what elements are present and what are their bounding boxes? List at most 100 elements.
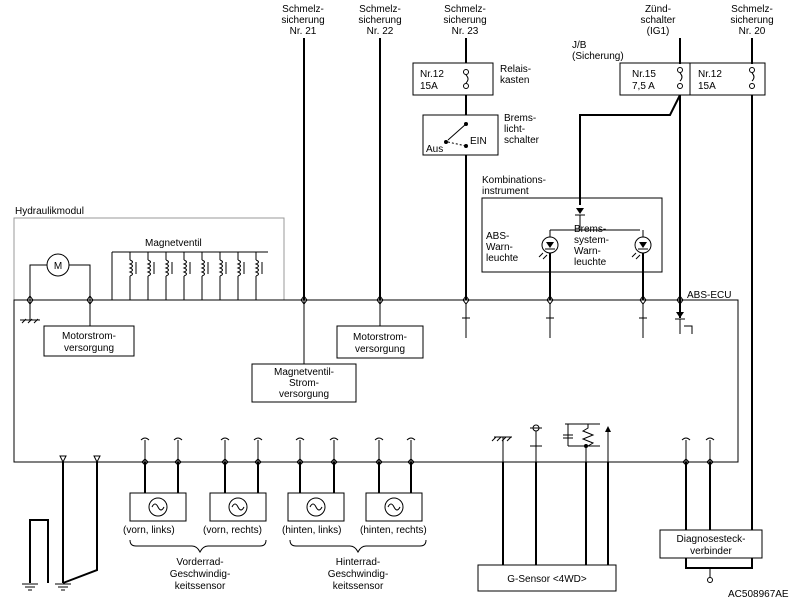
solenoid-valve-coil-icon (182, 252, 191, 300)
jb-fuse1-number: Nr.15 (632, 69, 656, 80)
g-sensor-element-icon (563, 423, 611, 462)
connector-pin-icon (93, 455, 101, 464)
sensor-fr-label: (vorn, rechts) (203, 525, 262, 536)
fuse-label-nr23: Schmelz- sicherung Nr. 23 (443, 4, 486, 37)
abs-warning-lamp-icon (538, 236, 559, 260)
ecu-internal-stub-cap (173, 437, 183, 441)
brake-switch-box (422, 114, 499, 156)
diag-terminal-icon (707, 577, 713, 583)
ignition-switch-line1: Zünd- (645, 4, 671, 15)
solenoid-valve-coil-icon (146, 252, 155, 300)
fuse-label-nr20-line1: Schmelz- (731, 4, 773, 15)
ignition-switch-label: Zünd- schalter (IG1) (640, 4, 676, 37)
fuse-label-nr21-line3: Nr. 21 (290, 26, 317, 37)
fuse-label-nr21: Schmelz- sicherung Nr. 21 (281, 4, 324, 37)
diagnosis-connector-line2: verbinder (690, 546, 732, 557)
rear-sensor-label-line2: Geschwindig- (328, 569, 389, 580)
pump-motor-label: M (54, 261, 62, 272)
rear-sensor-bracket (289, 539, 427, 554)
sine-wave-curve (151, 503, 165, 511)
diagnosis-connector-box (659, 529, 763, 559)
sine-wave-curve (387, 503, 401, 511)
jb-fuse2-number: Nr.12 (698, 69, 722, 80)
ecu-internal-stub-cap (220, 437, 230, 441)
ecu-internal-stub-cap (374, 437, 384, 441)
brake-switch-symbol (444, 122, 468, 148)
ecu-internal-stub-cap (705, 437, 715, 441)
ignition-switch-line3: (IG1) (647, 26, 670, 37)
ecu-internal-stub-cap (140, 437, 150, 441)
hydraulic-module-title: Hydraulikmodul (15, 206, 84, 217)
sine-wave-curve (309, 503, 323, 511)
solenoid-valve-group (128, 252, 263, 300)
solenoid-valve-coil-icon (128, 252, 137, 300)
ecu-internal-stubs (462, 304, 647, 338)
wire-ig1-to-combination-instrument (579, 94, 681, 205)
rear-sensor-label-line1: Hinterrad- (336, 557, 380, 568)
jb-fuse1-amp: 7,5 A (632, 81, 655, 92)
sensor-fl-label: (vorn, links) (123, 525, 175, 536)
sensor-rl-label: (hinten, links) (282, 525, 341, 536)
solenoid-valve-coil-icon (164, 252, 173, 300)
brake-switch-on-label: EIN (470, 136, 487, 147)
relay-fuse-amp: 15A (420, 81, 438, 92)
rear-sensor-label-line3: keitssensor (333, 581, 384, 592)
front-sensor-bracket (129, 539, 267, 554)
motor-supply-box-1 (43, 325, 135, 357)
combination-instrument-label-line2: instrument (482, 186, 529, 197)
front-sensor-label-line2: Geschwindig- (170, 569, 231, 580)
abs-ecu-label: ABS-ECU (687, 290, 731, 301)
valve-supply-line1: Magnetventil- (274, 367, 334, 378)
abs-lamp-label-line2: Warn- (486, 242, 513, 253)
ecu-internal-stub-cap (406, 437, 416, 441)
brake-switch-off-label: Aus (426, 144, 443, 155)
sine-wave-curve (231, 503, 245, 511)
ecu-ig-diode-icon (675, 312, 693, 334)
brake-switch-label-line2: licht- (504, 124, 525, 135)
wheel-speed-sensors (129, 462, 423, 522)
combination-instrument-label-line1: Kombinations- (482, 175, 546, 186)
motor-supply-2-line2: versorgung (355, 344, 405, 355)
fuse-label-nr22-line1: Schmelz- (359, 4, 401, 15)
front-sensor-label-line1: Vorderrad- (176, 557, 223, 568)
ecu-ground-icon (20, 300, 40, 324)
ecu-internal-stub-cap (295, 437, 305, 441)
sensor-rr-label: (hinten, rechts) (360, 525, 427, 536)
relay-box-label-line2: kasten (500, 75, 529, 86)
jb-fuse1-symbol (677, 67, 683, 89)
sine-wave-icon (148, 497, 168, 517)
wire-motor-left (29, 264, 47, 300)
valve-supply-line3: versorgung (279, 389, 329, 400)
relay-fuse-number: Nr.12 (420, 69, 444, 80)
sine-wave-icon (228, 497, 248, 517)
ground-symbol-2 (55, 583, 71, 591)
brake-warning-lamp-icon (631, 236, 652, 260)
fuse-label-nr20: Schmelz- sicherung Nr. 20 (730, 4, 773, 37)
fuse-label-nr20-line3: Nr. 20 (739, 26, 766, 37)
wire-ecu-ground-2 (62, 462, 98, 584)
fuse-label-nr22-line2: sicherung (358, 15, 401, 26)
sine-wave-icon (384, 497, 404, 517)
jb-fuse2-symbol (749, 67, 755, 89)
fuse-label-nr23-line3: Nr. 23 (452, 26, 479, 37)
diagnosis-connector-line1: Diagnosesteck- (677, 534, 746, 545)
ecu-internal-stub-cap (681, 437, 691, 441)
wire-motor-right (69, 264, 91, 300)
solenoid-valve-coil-icon (254, 252, 263, 300)
brake-lamp-label-line4: leuchte (574, 257, 607, 268)
connector-pin-icon (59, 455, 67, 464)
ecu-bottom-connectors (59, 437, 715, 466)
relay-box (412, 62, 494, 96)
valve-supply-box (251, 363, 357, 403)
ground-symbol-1 (22, 583, 38, 591)
brake-lamp-label-line1: Brems- (574, 224, 606, 235)
jb-fuse-box (619, 62, 766, 96)
fuse-label-nr20-line2: sicherung (730, 15, 773, 26)
abs-lamp-label-line1: ABS- (486, 231, 509, 242)
brake-lamp-label-line2: system- (574, 235, 609, 246)
combination-instrument-box (481, 197, 663, 273)
jb-label-line1: J/B (572, 40, 587, 51)
fuse-label-nr22: Schmelz- sicherung Nr. 22 (358, 4, 401, 37)
fuse-label-nr21-line2: sicherung (281, 15, 324, 26)
